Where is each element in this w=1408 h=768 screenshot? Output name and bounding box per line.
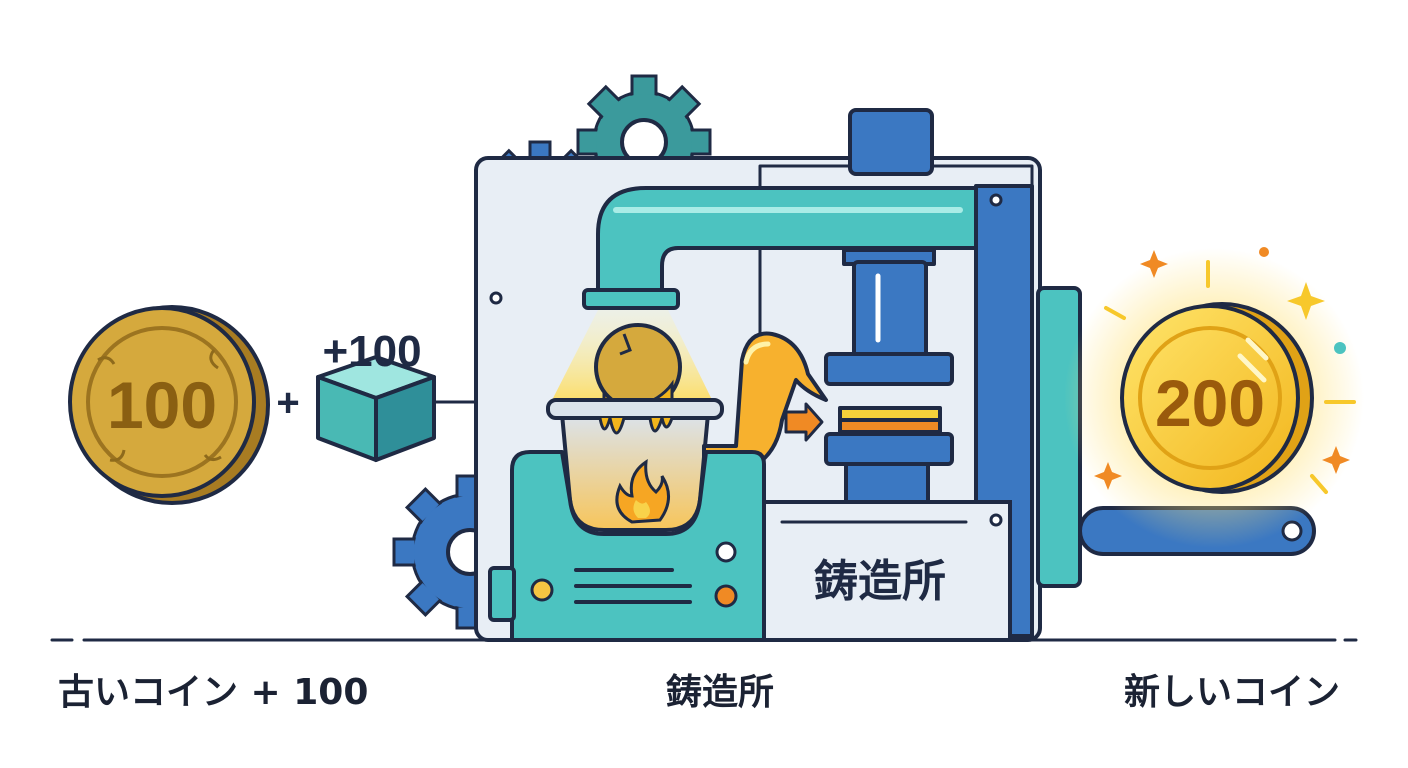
pipe bbox=[582, 186, 978, 310]
furnace-controls bbox=[530, 541, 738, 608]
flame-icon bbox=[615, 458, 670, 524]
caption-left: 古いコイン + 100 bbox=[58, 672, 369, 713]
panel-label: 鋳造所 bbox=[814, 556, 946, 607]
press-ram bbox=[824, 108, 954, 506]
caption-right: 新しいコイン bbox=[1123, 672, 1340, 713]
plus-sign: + bbox=[276, 381, 299, 425]
caption-center: 鋳造所 bbox=[665, 672, 774, 713]
new-coin: 200 bbox=[1120, 302, 1314, 494]
ingot-label: +100 bbox=[322, 327, 421, 376]
arrow-icon bbox=[784, 402, 824, 442]
furnace-body bbox=[488, 450, 766, 642]
ingot-block bbox=[316, 355, 436, 462]
sparkle-icons bbox=[1094, 247, 1356, 494]
old-coin-value: 100 bbox=[107, 368, 217, 442]
new-coin-value: 200 bbox=[1155, 366, 1265, 440]
label-panel bbox=[762, 500, 1012, 642]
old-coin: 100 bbox=[68, 305, 270, 505]
molten-flow bbox=[702, 331, 828, 476]
